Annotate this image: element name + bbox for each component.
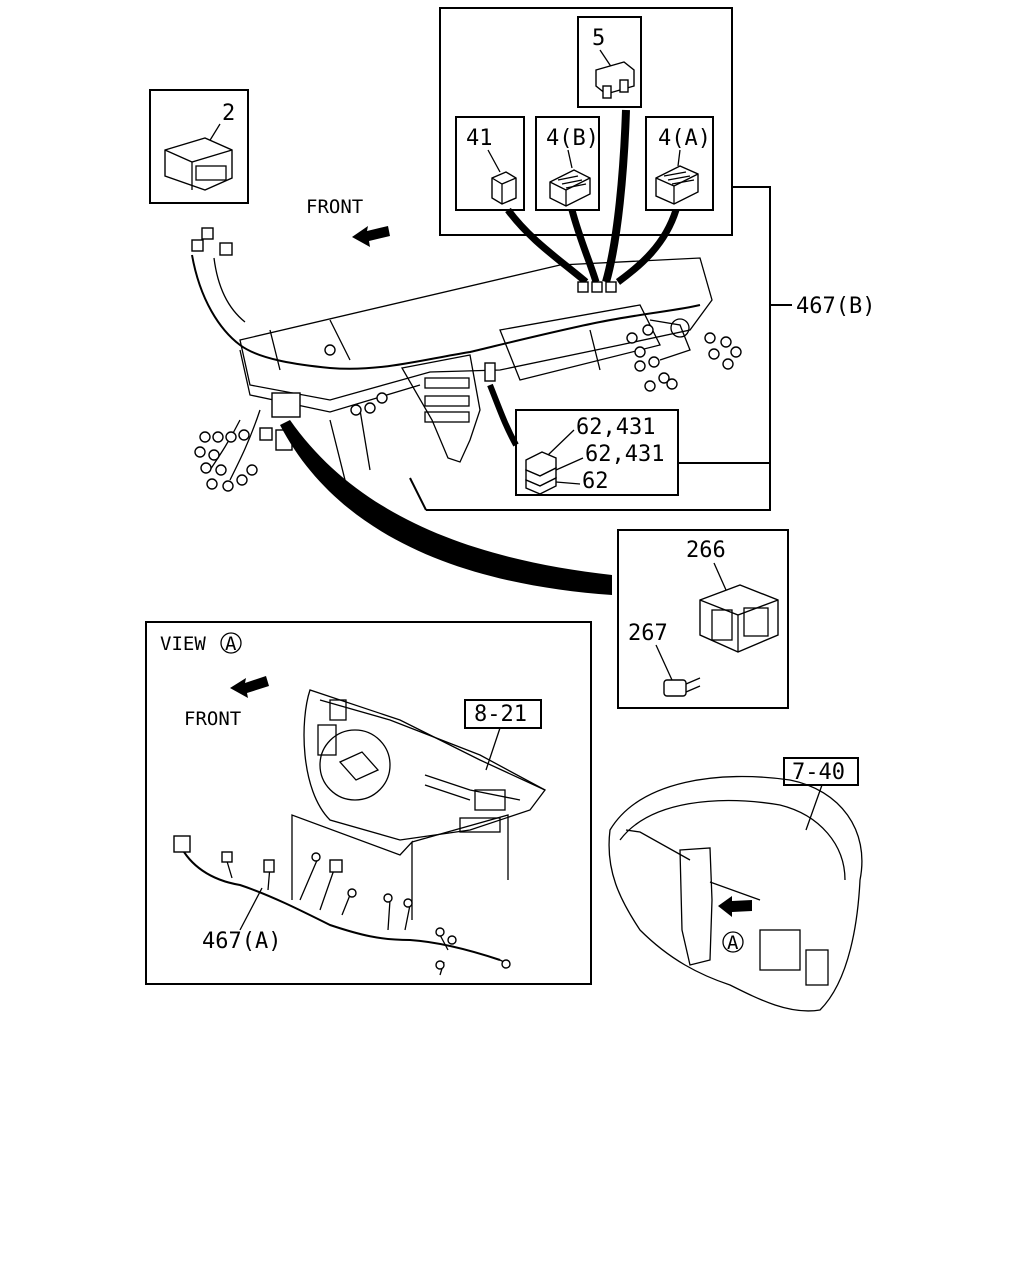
front-arrow-view-icon <box>230 676 269 698</box>
part-2-box[interactable]: 2 <box>149 89 249 204</box>
front-label-top: FRONT <box>306 196 363 218</box>
part-4a-box[interactable]: 4(A) <box>645 116 714 211</box>
connector-2-icon <box>164 137 233 191</box>
view-a-arrow-icon <box>718 896 752 917</box>
fuse-relay-group: 5 41 4(B) <box>439 7 733 285</box>
view-dashboard-illustration <box>303 689 547 841</box>
ref-8-21-box[interactable]: 8-21 <box>464 699 542 771</box>
bracket-266-label: 266 <box>686 538 726 563</box>
part-4b-label: 4(B) <box>546 126 599 151</box>
part-5-box[interactable]: 5 <box>577 16 642 108</box>
junction-leader-band <box>280 420 612 595</box>
relay-62-431-b-label: 62,431 <box>585 442 664 467</box>
part-4a-label: 4(A) <box>658 126 711 151</box>
bracket-266-box[interactable]: 266 267 <box>617 529 789 709</box>
relay-4a-icon <box>655 165 699 205</box>
relay-62-label: 62 <box>582 469 609 494</box>
part-41-label: 41 <box>466 126 493 151</box>
view-a-box: VIEW A FRONT 8-21 <box>145 621 592 985</box>
harness-467a-label: 467(A) <box>202 929 281 954</box>
view-label: VIEW <box>160 633 206 655</box>
relay-41-icon <box>491 171 517 205</box>
relay-4b-icon <box>549 169 591 207</box>
part-41-box[interactable]: 41 <box>455 116 525 211</box>
front-arrow-icon <box>352 226 390 247</box>
harness-467a-illustration <box>173 814 511 976</box>
front-direction-top: FRONT <box>306 196 390 247</box>
instrument-panel-illustration: A <box>608 775 863 1012</box>
ref-7-40-label: 7-40 <box>792 760 845 785</box>
dashboard-harness-illustration <box>191 227 742 496</box>
part-4b-box[interactable]: 4(B) <box>535 116 600 211</box>
leader-bands <box>505 109 680 285</box>
view-marker: A <box>225 633 237 655</box>
view-a-arrow-marker: A <box>727 932 739 954</box>
relay-stack-icon <box>525 451 557 495</box>
left-connector-cluster <box>194 429 258 492</box>
relay-62-431-a-label: 62,431 <box>576 415 655 440</box>
ref-8-21-label: 8-21 <box>474 702 527 727</box>
bolt-267-icon <box>663 677 701 697</box>
part-2-label: 2 <box>222 101 235 126</box>
junction-connector <box>271 392 301 418</box>
right-connector-cluster <box>626 324 742 392</box>
part-5-label: 5 <box>592 26 605 51</box>
harness-467b-label: 467(B) <box>796 294 875 319</box>
harness-467a-callout[interactable]: 467(A) <box>202 887 281 954</box>
front-label-view: FRONT <box>184 708 241 730</box>
fuse-5-icon <box>595 61 635 99</box>
relay-62-431-box[interactable]: 62,431 62,431 62 <box>515 409 679 496</box>
bolt-267-label: 267 <box>628 621 668 646</box>
ref-7-40-box[interactable]: 7-40 <box>783 757 859 831</box>
bracket-266-icon <box>699 584 779 653</box>
harness-467b-callout[interactable]: 467(B) <box>409 186 875 511</box>
